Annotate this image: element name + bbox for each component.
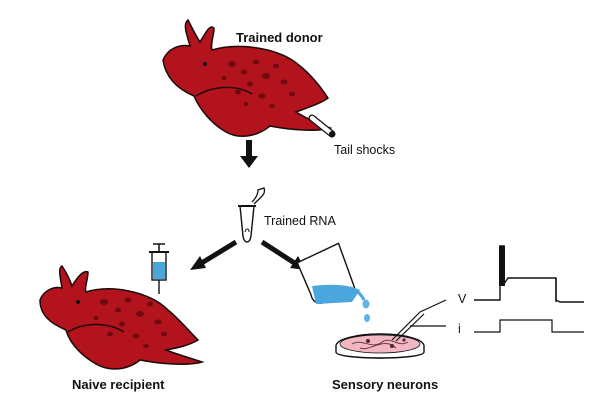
recipient-slug-body [39,265,205,370]
droplets [362,299,370,322]
rna-tube-icon [238,187,266,243]
tail-shocks-label: Tail shocks [334,143,396,157]
donor-slug-spots [221,59,295,108]
culture-dish [335,333,425,359]
current-trace [474,319,584,333]
tail-shock-electrode [308,114,336,138]
arrow-donor-to-rna [240,140,258,168]
voltage-trace [474,245,584,303]
beaker-icon [296,242,366,304]
arrow-rna-to-recipient [190,239,238,270]
trained-donor-label: Trained donor [236,30,323,45]
naive-recipient-label: Naive recipient [72,377,165,392]
recipient-slug-spots [93,297,167,348]
recipient-slug-mantle-line [67,323,125,333]
recording-electrode [391,299,447,342]
donor-slug-body [162,18,333,138]
sensory-neurons-label: Sensory neurons [332,377,439,392]
trained-donor-slug [162,18,333,138]
current-label: i [458,322,461,336]
naive-recipient-slug [39,265,205,370]
syringe-icon [149,243,169,294]
trained-rna-label: Trained RNA [264,214,336,228]
donor-slug-mantle-line [195,86,253,97]
recipient-slug-eye [76,300,80,304]
voltage-label: V [458,292,467,306]
donor-slug-eye [203,62,207,66]
